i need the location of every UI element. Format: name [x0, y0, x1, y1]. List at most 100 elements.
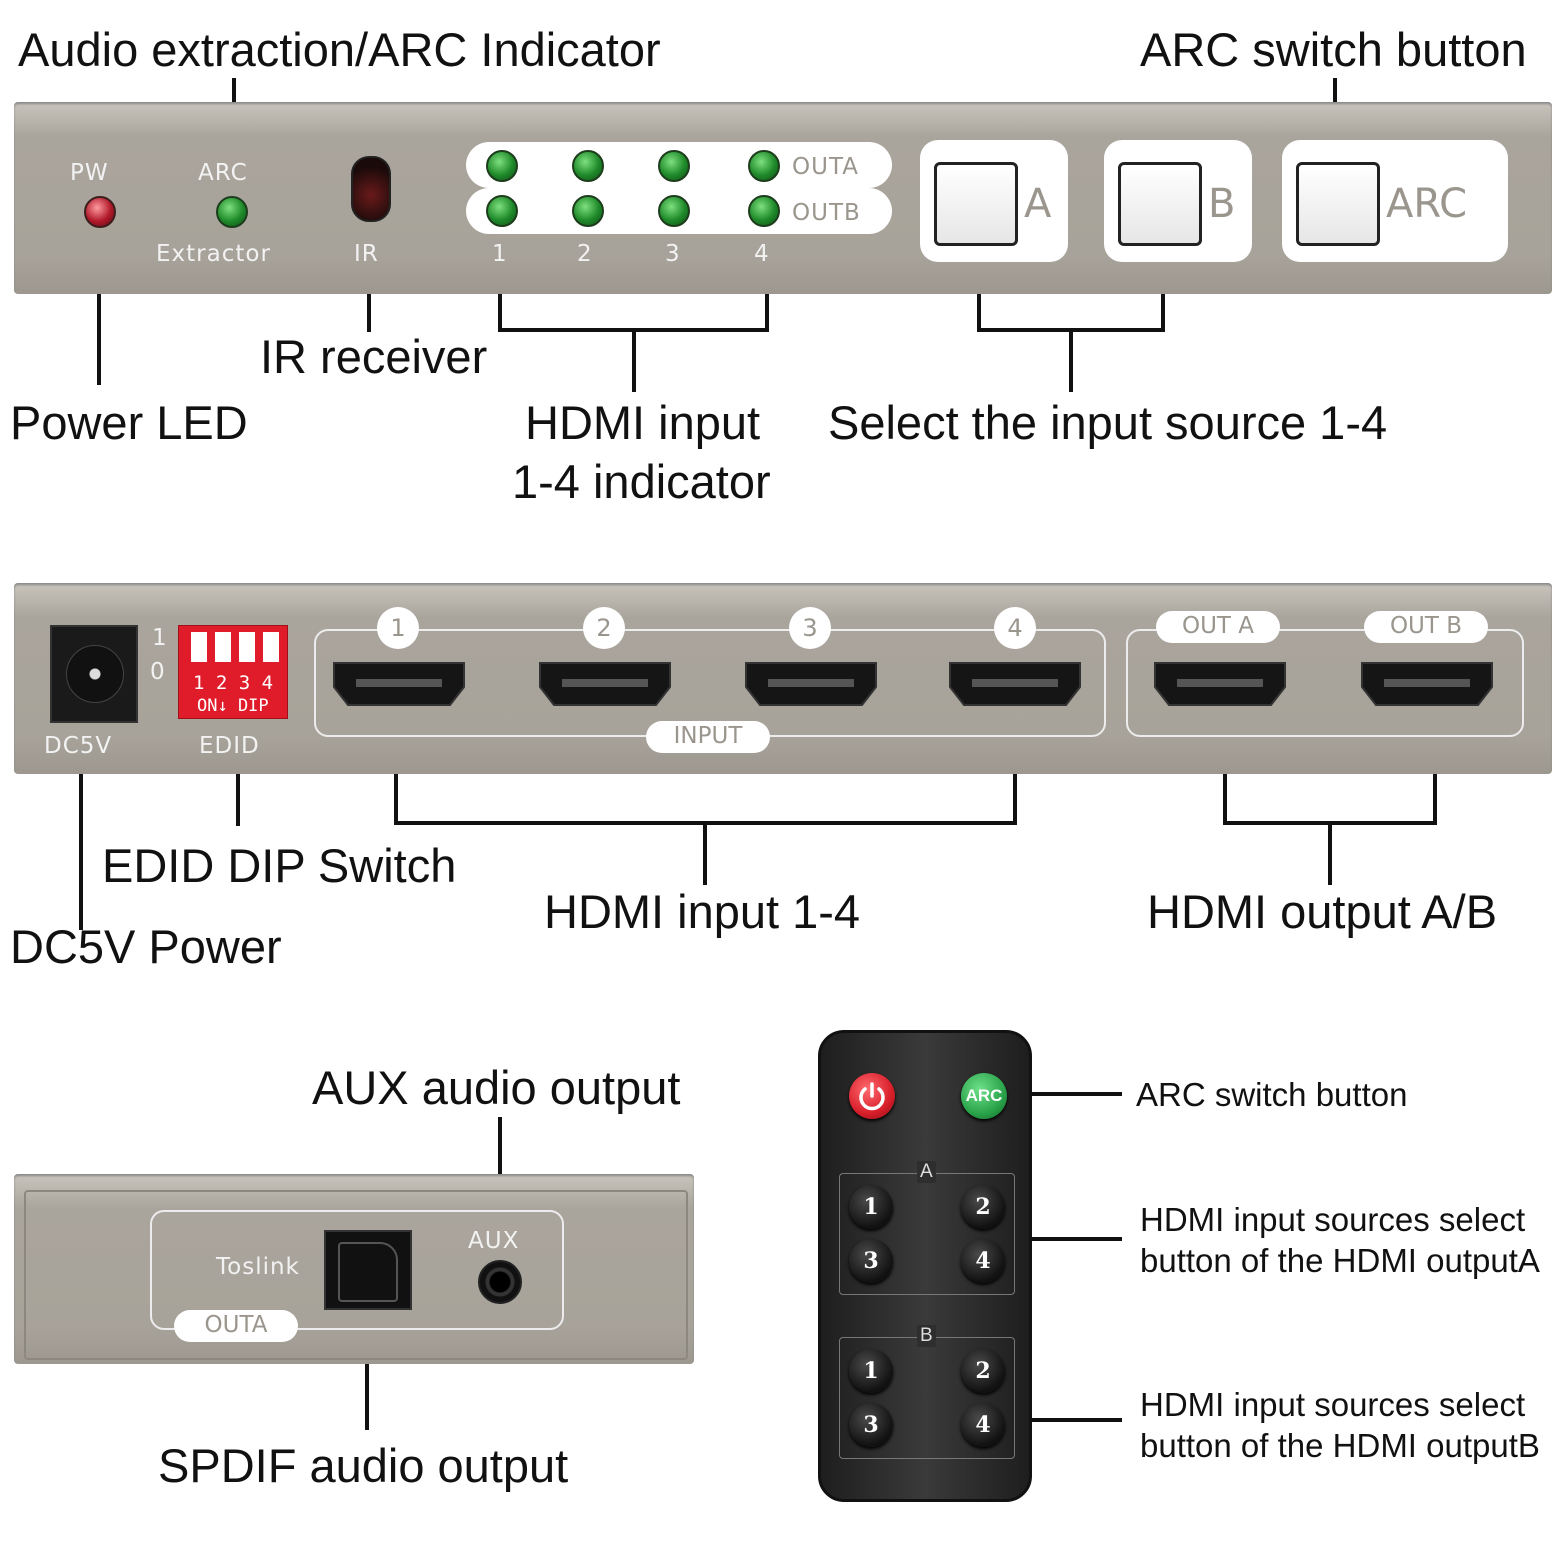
input-port-num-1: 1 — [377, 607, 419, 649]
callout-power-led: Power LED — [10, 396, 248, 449]
remote-arc-button[interactable]: ARC — [961, 1073, 1007, 1119]
callout-select-input-source: Select the input source 1-4 — [828, 396, 1388, 449]
callout-aux-audio-output: AUX audio output — [312, 1061, 681, 1114]
edid-dip-switch[interactable]: 1 2 3 4 ON↓ DIP — [178, 625, 288, 719]
callout-ir-receiver: IR receiver — [260, 330, 488, 383]
callout-hdmi-input-indicator-2: 1-4 indicator — [512, 455, 771, 508]
callout-remote-arc-switch: ARC switch button — [1136, 1076, 1408, 1113]
button-arc-housing: ARC — [1282, 140, 1508, 262]
side-panel: Toslink AUX OUTA — [14, 1174, 694, 1364]
callout-hdmi-input-indicator-1: HDMI input — [525, 396, 761, 449]
hdmi-output-port-a[interactable] — [1153, 661, 1287, 707]
callout-remote-group-a-2: button of the HDMI outputA — [1140, 1242, 1540, 1279]
callout-remote-group-a-1: HDMI input sources select — [1140, 1201, 1526, 1238]
side-panel-inner — [24, 1190, 688, 1360]
led-outb-2 — [572, 195, 604, 227]
callout-hdmi-output-ab: HDMI output A/B — [1147, 885, 1498, 938]
input-port-num-2: 2 — [583, 607, 625, 649]
led-outb-4 — [748, 195, 780, 227]
remote-b-key-3[interactable]: 3 — [849, 1403, 893, 1447]
remote-power-button[interactable] — [849, 1073, 895, 1119]
dip-toggle-2[interactable] — [215, 632, 231, 662]
callout-remote-group-b-2: button of the HDMI outputB — [1140, 1427, 1540, 1464]
out-a-label: OUT A — [1156, 611, 1280, 643]
callout-hdmi-input-1-4: HDMI input 1-4 — [544, 885, 861, 938]
pw-label: PW — [70, 160, 109, 186]
remote-a-key-3[interactable]: 3 — [849, 1239, 893, 1283]
outa-side-label: OUTA — [174, 1310, 298, 1342]
callout-arc-switch-button: ARC switch button — [1140, 23, 1527, 76]
remote-b-key-1[interactable]: 1 — [849, 1349, 893, 1393]
led-outa-1 — [486, 150, 518, 182]
power-icon — [859, 1082, 885, 1111]
output-group-frame — [1126, 629, 1524, 737]
power-led — [84, 196, 116, 228]
dip-numbers: 1 2 3 4 — [193, 672, 274, 694]
dc5v-label: DC5V — [44, 733, 113, 759]
remote-b-key-2[interactable]: 2 — [961, 1349, 1005, 1393]
input-label: INPUT — [646, 721, 770, 753]
hdmi-output-port-b[interactable] — [1360, 661, 1494, 707]
callout-remote-group-b-1: HDMI input sources select — [1140, 1386, 1526, 1423]
remote-b-key-4[interactable]: 4 — [961, 1403, 1005, 1447]
rear-panel: DC5V 1 0 1 2 3 4 ON↓ DIP EDID 1 2 3 4 IN… — [14, 583, 1552, 774]
led-outa-4 — [748, 150, 780, 182]
button-a-label: A — [1024, 181, 1052, 227]
input-num-4: 4 — [754, 241, 770, 267]
front-panel: PW ARC Extractor IR OUTA OUTB 1 2 3 4 A … — [14, 102, 1552, 294]
hdmi-input-port-1[interactable] — [332, 661, 466, 707]
edid-label: EDID — [199, 733, 260, 759]
dip-toggle-3[interactable] — [239, 632, 255, 662]
toslink-port[interactable] — [324, 1230, 412, 1310]
button-a-housing: A — [920, 140, 1068, 262]
input-num-1: 1 — [492, 241, 508, 267]
dc5v-jack — [50, 625, 138, 723]
arc-led — [216, 196, 248, 228]
dip-toggle-4[interactable] — [263, 632, 279, 662]
remote-group-a-label: A — [917, 1161, 936, 1183]
callout-spdif-audio-output: SPDIF audio output — [158, 1439, 569, 1492]
button-b-label: B — [1208, 181, 1236, 227]
remote-a-key-2[interactable]: 2 — [961, 1185, 1005, 1229]
outb-label: OUTB — [792, 200, 861, 226]
ir-label: IR — [354, 241, 379, 267]
button-b[interactable] — [1118, 162, 1202, 246]
callout-edid-dip-switch: EDID DIP Switch — [102, 839, 457, 892]
out-b-label: OUT B — [1364, 611, 1488, 643]
arc-label: ARC — [198, 160, 248, 186]
remote-a-key-4[interactable]: 4 — [961, 1239, 1005, 1283]
callout-dc5v-power: DC5V Power — [10, 920, 282, 973]
dip-on-label: ON↓ DIP — [197, 696, 269, 716]
dc5v-jack-hole — [66, 645, 124, 703]
toslink-port-inner — [338, 1242, 398, 1302]
button-arc[interactable] — [1296, 162, 1380, 246]
aux-label: AUX — [468, 1228, 520, 1254]
aux-jack[interactable] — [478, 1260, 522, 1304]
outa-label: OUTA — [792, 154, 859, 180]
dip-pos-1: 1 — [152, 625, 168, 651]
remote-a-key-1[interactable]: 1 — [849, 1185, 893, 1229]
hdmi-input-port-4[interactable] — [948, 661, 1082, 707]
input-num-2: 2 — [577, 241, 593, 267]
input-port-num-3: 3 — [789, 607, 831, 649]
input-num-3: 3 — [665, 241, 681, 267]
hdmi-input-port-3[interactable] — [744, 661, 878, 707]
toslink-label: Toslink — [216, 1254, 300, 1280]
callout-audio-arc-indicator: Audio extraction/ARC Indicator — [18, 23, 661, 76]
button-arc-label: ARC — [1386, 181, 1468, 227]
remote-group-b-label: B — [917, 1325, 936, 1347]
input-port-num-4: 4 — [994, 607, 1036, 649]
led-outa-3 — [658, 150, 690, 182]
ir-receiver-window — [351, 156, 391, 222]
hdmi-input-port-2[interactable] — [538, 661, 672, 707]
button-a[interactable] — [934, 162, 1018, 246]
led-outb-1 — [486, 195, 518, 227]
led-outa-2 — [572, 150, 604, 182]
led-outb-3 — [658, 195, 690, 227]
dip-toggle-1[interactable] — [191, 632, 207, 662]
extractor-label: Extractor — [156, 241, 271, 267]
dip-pos-0: 0 — [150, 659, 166, 685]
remote-control: ARC A 1 2 3 4 B 1 2 3 4 — [818, 1030, 1032, 1502]
audio-group-frame — [150, 1210, 564, 1330]
